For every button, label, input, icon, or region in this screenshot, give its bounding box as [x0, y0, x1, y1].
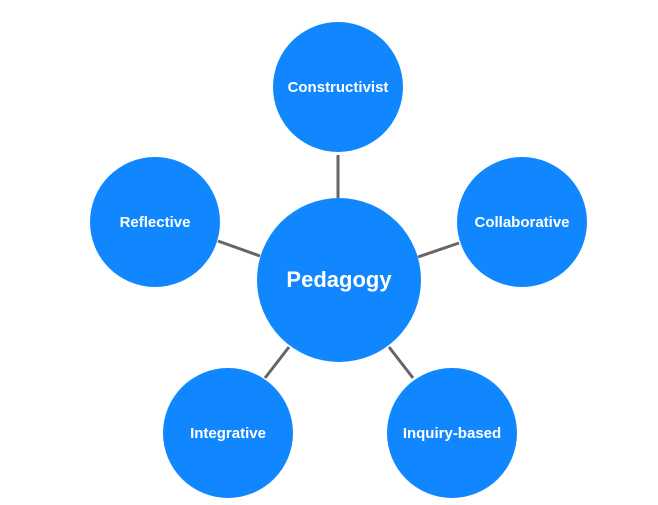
link-inquiry-based: [387, 346, 415, 379]
link-reflective: [217, 239, 261, 258]
node-integrative: Integrative: [163, 368, 293, 498]
node-label: Integrative: [190, 424, 266, 442]
node-label: Inquiry-based: [402, 424, 502, 442]
center-node-label: Pedagogy: [286, 267, 392, 292]
node-label: Collaborative: [474, 213, 570, 231]
center-node-pedagogy: Pedagogy: [257, 198, 421, 362]
node-reflective: Reflective: [90, 157, 220, 287]
node-collaborative: Collaborative: [457, 157, 587, 287]
link-collaborative: [417, 241, 460, 259]
node-inquiry-based: Inquiry-based: [387, 368, 517, 498]
node-label: Reflective: [119, 213, 191, 231]
link-integrative: [263, 346, 291, 379]
node-label: Constructivist: [287, 78, 389, 96]
node-constructivist: Constructivist: [273, 22, 403, 152]
